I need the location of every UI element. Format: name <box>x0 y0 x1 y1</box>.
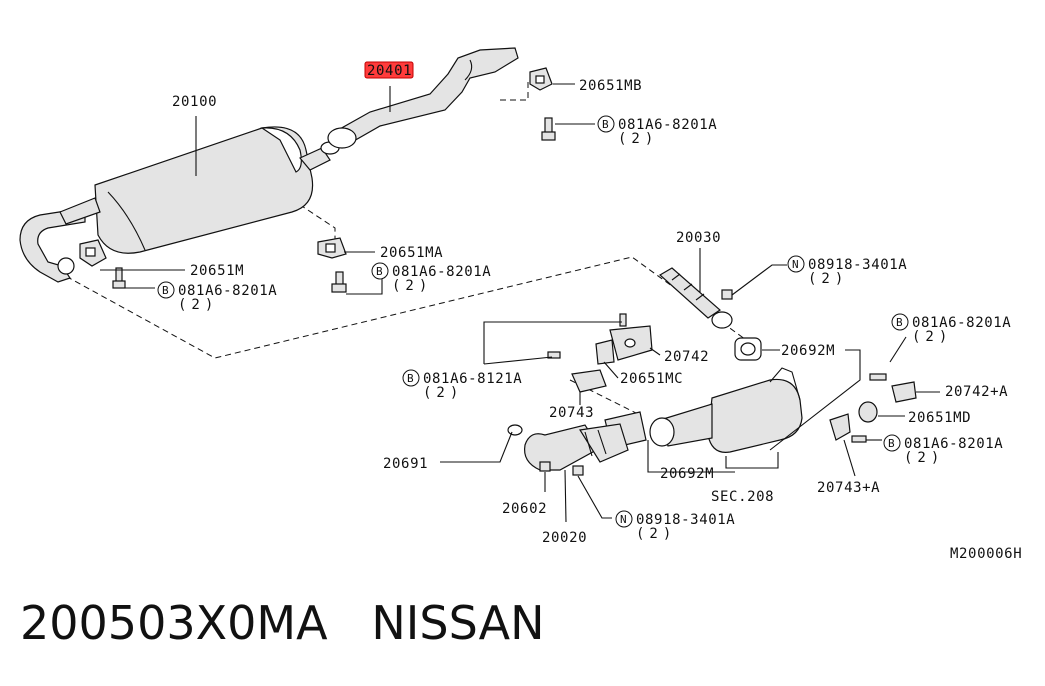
bracket-20743a[interactable] <box>829 413 851 441</box>
label-n1: 08918-3401A <box>808 257 907 273</box>
nut-20602[interactable] <box>539 461 551 472</box>
gasket-20691[interactable] <box>507 424 523 436</box>
callout-b2[interactable]: B 081A6-8201A (2) <box>371 262 491 294</box>
label-b2: 081A6-8201A <box>392 264 491 280</box>
bolt-m[interactable] <box>112 267 126 289</box>
qty-b4: (2) <box>912 329 952 345</box>
hanger-mb[interactable] <box>529 67 553 91</box>
label-20742[interactable]: 20742 <box>664 349 709 365</box>
prefix-b4: B <box>896 316 903 329</box>
prefix-b6: B <box>888 437 895 450</box>
label-20743a[interactable]: 20743+A <box>817 480 880 496</box>
callout-b4[interactable]: B 081A6-8201A (2) <box>891 313 1011 345</box>
part-number-caption: 200503X0MA NISSAN <box>20 596 545 650</box>
nut-n1[interactable] <box>721 289 733 300</box>
label-b3: 081A6-8201A <box>178 283 277 299</box>
label-20651ma[interactable]: 20651MA <box>380 245 443 261</box>
bolt-rear-top[interactable] <box>541 117 556 141</box>
bracket-20742[interactable] <box>609 325 653 361</box>
bracket-20742a[interactable] <box>869 373 917 403</box>
callout-b6[interactable]: B 081A6-8201A (2) <box>883 434 1003 466</box>
label-20742a[interactable]: 20742+A <box>945 384 1008 400</box>
prefix-b2: B <box>376 265 383 278</box>
exhaust-parts-diagram: 20401 20100 20651MB B 081A6-8201A (2) 20… <box>19 47 1022 562</box>
qty-n2: (2) <box>636 526 676 542</box>
bolt-ma[interactable] <box>331 271 347 293</box>
catalytic-converter[interactable] <box>604 367 803 453</box>
label-20651mc[interactable]: 20651MC <box>620 371 683 387</box>
label-20100[interactable]: 20100 <box>172 94 217 110</box>
qty-b6: (2) <box>904 450 944 466</box>
nut-n2[interactable] <box>572 465 584 476</box>
label-20020[interactable]: 20020 <box>542 530 587 546</box>
prefix-n1: N <box>792 258 799 271</box>
label-20743[interactable]: 20743 <box>549 405 594 421</box>
diagram-code: M200006H <box>950 546 1022 562</box>
bracket-20743[interactable] <box>571 369 607 393</box>
hanger-ma[interactable] <box>317 237 347 259</box>
qty-b3: (2) <box>178 297 218 313</box>
callout-b1[interactable]: B 081A6-8201A (2) <box>597 115 717 147</box>
label-20651m[interactable]: 20651M <box>190 263 244 279</box>
prefix-b5: B <box>407 372 414 385</box>
label-20030[interactable]: 20030 <box>676 230 721 246</box>
label-b4: 081A6-8201A <box>912 315 1011 331</box>
qty-b5: (2) <box>423 385 463 401</box>
bolt-b6[interactable] <box>851 435 867 443</box>
label-20602[interactable]: 20602 <box>502 501 547 517</box>
prefix-n2: N <box>620 513 627 526</box>
callout-n1[interactable]: N 08918-3401A (2) <box>787 255 907 287</box>
hanger-m[interactable] <box>79 239 107 267</box>
muffler-assembly[interactable] <box>19 126 340 283</box>
label-20651mb[interactable]: 20651MB <box>579 78 642 94</box>
front-tube[interactable] <box>658 267 733 329</box>
callout-b3[interactable]: B 081A6-8201A (2) <box>157 281 277 313</box>
front-pipe[interactable] <box>523 423 629 471</box>
qty-b1: (2) <box>618 131 658 147</box>
qty-n1: (2) <box>808 271 848 287</box>
label-n2: 08918-3401A <box>636 512 735 528</box>
label-20651md[interactable]: 20651MD <box>908 410 971 426</box>
bolt-b5[interactable] <box>547 313 627 359</box>
prefix-b1: B <box>602 118 609 131</box>
highlight-box <box>364 61 414 79</box>
qty-b2: (2) <box>392 278 432 294</box>
prefix-b3: B <box>162 284 169 297</box>
label-b6: 081A6-8201A <box>904 436 1003 452</box>
callout-b5[interactable]: B 081A6-8121A (2) <box>402 369 522 401</box>
hanger-md[interactable] <box>858 401 878 423</box>
hanger-mc[interactable] <box>595 339 615 365</box>
label-20692m-bottom[interactable]: 20692M <box>660 466 714 482</box>
leader-lines <box>100 83 940 523</box>
label-b5: 081A6-8121A <box>423 371 522 387</box>
label-20401[interactable]: 20401 <box>367 63 412 79</box>
callout-n2[interactable]: N 08918-3401A (2) <box>615 510 735 542</box>
gasket-20692m-top[interactable] <box>734 337 762 361</box>
label-20691[interactable]: 20691 <box>383 456 428 472</box>
label-20692m-top[interactable]: 20692M <box>781 343 835 359</box>
label-b1: 081A6-8201A <box>618 117 717 133</box>
label-sec208[interactable]: SEC.208 <box>711 489 774 505</box>
center-pipe[interactable] <box>327 47 519 149</box>
